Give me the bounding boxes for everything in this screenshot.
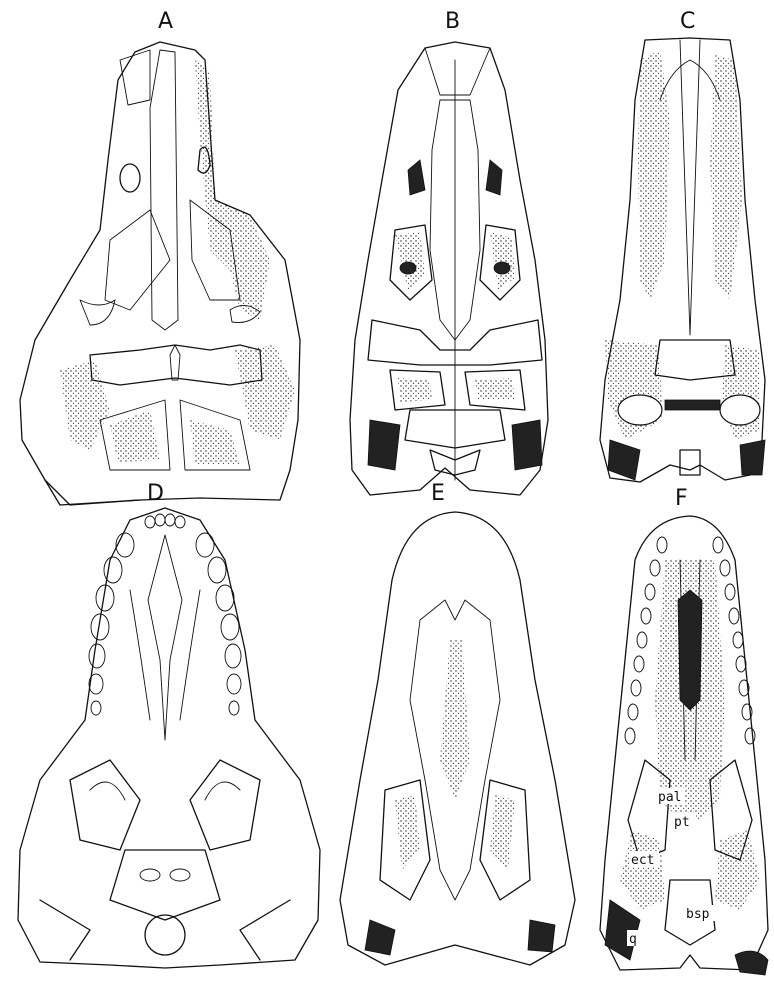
teeth-left-d — [89, 533, 134, 715]
panel-label-e: E — [431, 481, 445, 506]
skull-drawing-c — [600, 38, 765, 482]
skull-drawing-e — [340, 512, 575, 965]
panel-label-b: B — [445, 9, 460, 34]
label-palatine: pal — [658, 790, 681, 805]
skull-drawing-d — [18, 508, 320, 968]
panel-label-a: A — [158, 9, 173, 34]
panel-label-f: F — [675, 486, 688, 511]
label-quadrate: q — [629, 932, 637, 947]
label-basisphenoid: bsp — [686, 907, 710, 922]
label-pterygoid: pt — [674, 815, 690, 830]
skull-drawing-b — [350, 42, 548, 495]
skull-drawing-a — [20, 42, 300, 505]
panel-label-d: D — [147, 481, 164, 506]
teeth-front-d — [145, 514, 185, 528]
label-ectopterygoid: ect — [631, 853, 654, 868]
panel-label-c: C — [680, 9, 695, 34]
teeth-right-d — [196, 533, 241, 715]
